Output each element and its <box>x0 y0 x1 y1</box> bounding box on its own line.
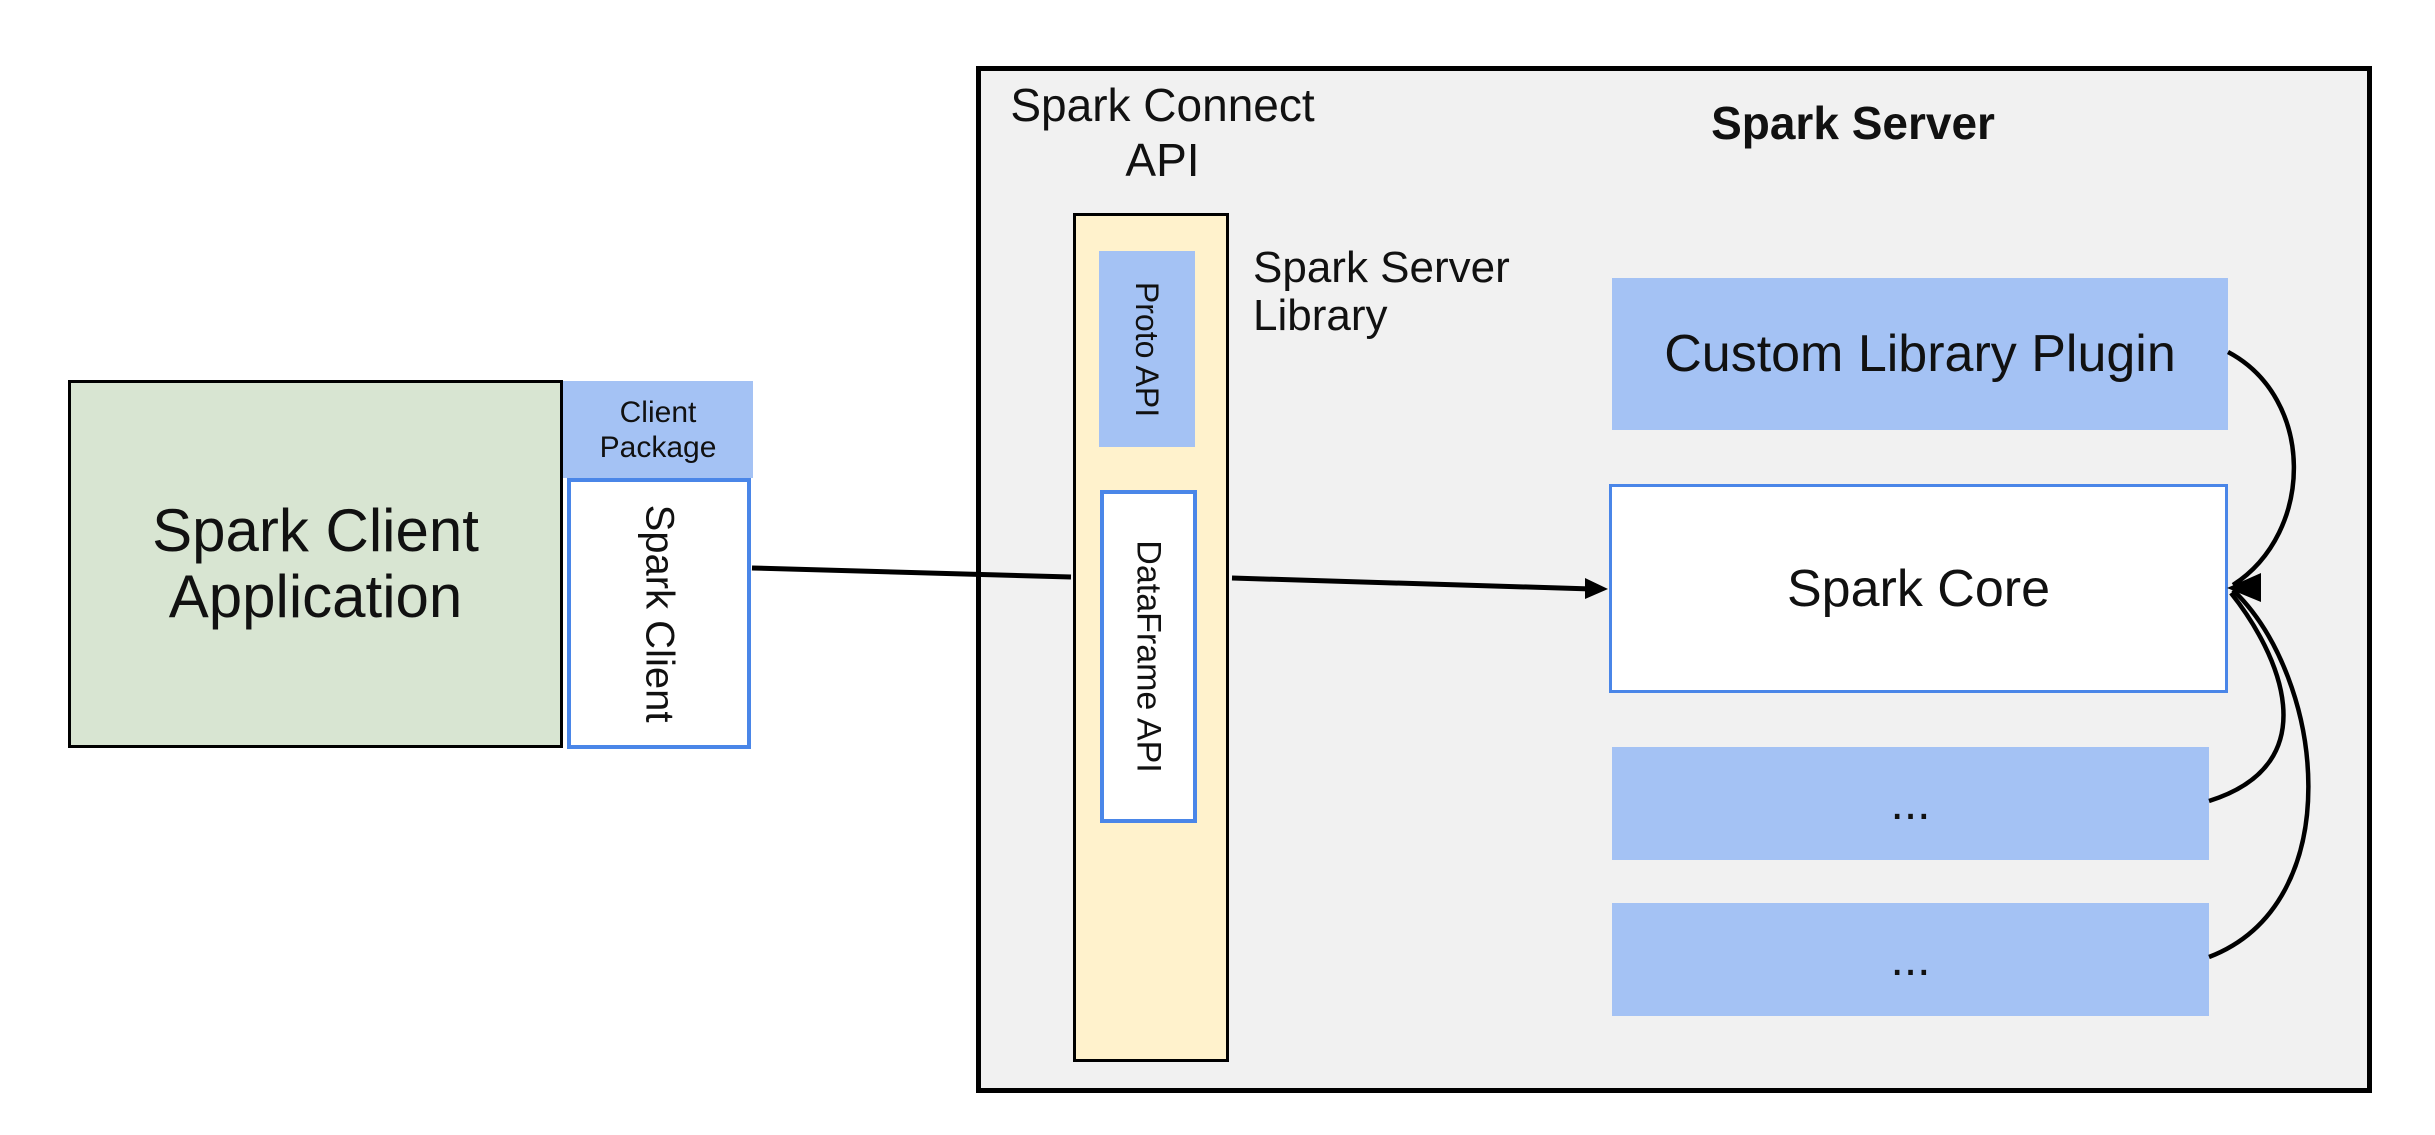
spark-core-box: Spark Core <box>1609 484 2228 693</box>
plugin-placeholder-box-1: ... <box>1612 747 2209 860</box>
spark-connect-api-title-line1: Spark Connect <box>1010 79 1315 131</box>
dataframe-api-label: DataFrame API <box>1130 540 1169 773</box>
plugin-placeholder-2-label: ... <box>1890 933 1931 986</box>
plugin-placeholder-1-label: ... <box>1890 777 1931 830</box>
custom-library-plugin-label: Custom Library Plugin <box>1664 325 2176 383</box>
custom-library-plugin-box: Custom Library Plugin <box>1612 278 2228 430</box>
spark-connect-api-title: Spark Connect API <box>990 78 1335 188</box>
spark-client-application-box: Spark Client Application <box>68 380 563 748</box>
spark-connect-api-title-line2: API <box>1125 134 1200 186</box>
dataframe-api-box: DataFrame API <box>1100 490 1197 823</box>
spark-client-label: Spark Client <box>637 504 682 723</box>
client-package-label: Client Package <box>599 395 717 464</box>
spark-server-title: Spark Server <box>1711 97 1995 149</box>
spark-client-application-label: Spark Client Application <box>152 497 479 630</box>
spark-core-label: Spark Core <box>1787 559 2050 618</box>
proto-api-label: Proto API <box>1129 281 1166 417</box>
spark-server-library-label: Spark Server Library <box>1253 243 1510 340</box>
proto-api-box: Proto API <box>1099 251 1195 447</box>
plugin-placeholder-box-2: ... <box>1612 903 2209 1016</box>
spark-client-box: Spark Client <box>567 478 751 749</box>
client-package-box: Client Package <box>563 381 753 478</box>
